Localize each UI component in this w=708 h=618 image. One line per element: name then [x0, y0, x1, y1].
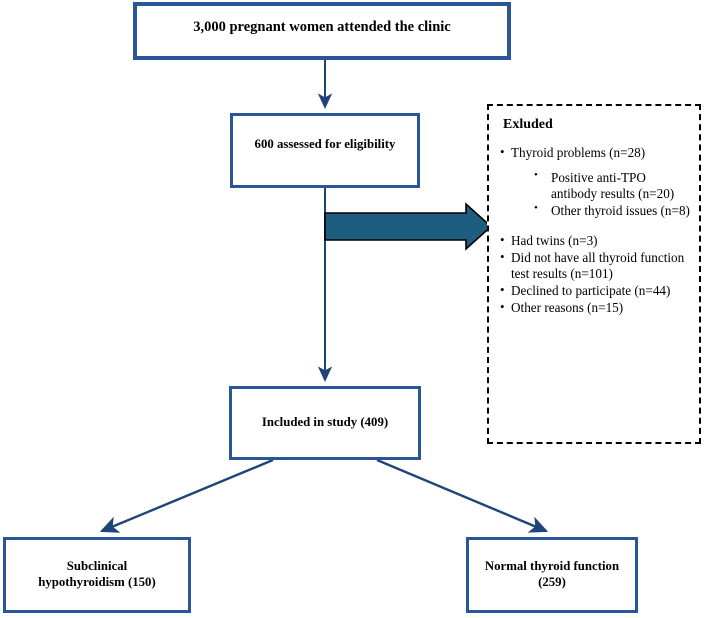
list-item: • Did not have all thyroid function test…: [500, 248, 690, 282]
list-item-label: Did not have all thyroid function test r…: [511, 249, 685, 281]
excluded-secondary-list: • Had twins (n=3) • Did not have all thy…: [500, 232, 690, 316]
bullet-icon: •: [534, 168, 538, 181]
connector-included-to-normal: [376, 458, 549, 533]
bullet-icon: •: [534, 202, 538, 215]
bullet-icon: •: [500, 144, 505, 159]
excluded-sub-list: • Positive anti-TPO antibody results (n=…: [500, 168, 690, 219]
bullet-icon: •: [500, 248, 505, 264]
node-excluded-panel: Exluded • Thyroid problems (n=28) • Posi…: [487, 104, 701, 444]
node-included-in-study: Included in study (409): [229, 386, 421, 460]
list-item-label: Declined to participate (n=44): [511, 282, 671, 298]
node-subclinical-hypothyroidism: Subclinical hypothyroidism (150): [3, 537, 191, 613]
list-item-label: Positive anti-TPO antibody results (n=20…: [551, 169, 675, 201]
node-assessed-for-eligibility-label: 600 assessed for eligibility: [254, 136, 396, 151]
node-subclinical-hypothyroidism-label: Subclinical hypothyroidism (150): [38, 559, 156, 589]
list-item: • Had twins (n=3): [500, 232, 690, 249]
list-item: • Other reasons (n=15): [500, 298, 690, 316]
excluded-list-spacer: [500, 220, 690, 233]
list-item-label: Other reasons (n=15): [511, 299, 624, 315]
bullet-icon: •: [500, 281, 505, 297]
list-item: • Declined to participate (n=44): [500, 281, 690, 299]
excluded-title: Exluded: [503, 117, 553, 132]
list-item: • Other thyroid issues (n=8): [534, 202, 690, 219]
excluded-primary-list: • Thyroid problems (n=28): [500, 144, 690, 161]
node-included-in-study-label: Included in study (409): [261, 415, 389, 429]
node-normal-thyroid-function: Normal thyroid function (259): [466, 537, 638, 613]
node-normal-thyroid-function-label: Normal thyroid function (259): [484, 559, 620, 589]
list-item-label: Other thyroid issues (n=8): [551, 203, 690, 219]
list-item-label: Had twins (n=3): [511, 233, 598, 249]
node-attended-clinic-label: 3,000 pregnant women attended the clinic: [193, 18, 451, 35]
bullet-icon: •: [500, 232, 505, 248]
node-attended-clinic: 3,000 pregnant women attended the clinic: [133, 2, 511, 60]
connector-eligibility-to-excluded: [324, 202, 493, 251]
list-item-label: Thyroid problems (n=28): [511, 145, 646, 160]
list-item: • Thyroid problems (n=28): [500, 144, 690, 161]
bullet-icon: •: [500, 298, 505, 314]
list-item: • Positive anti-TPO antibody results (n=…: [534, 168, 690, 202]
node-assessed-for-eligibility: 600 assessed for eligibility: [230, 113, 420, 188]
connector-included-to-subclinical: [99, 458, 274, 533]
